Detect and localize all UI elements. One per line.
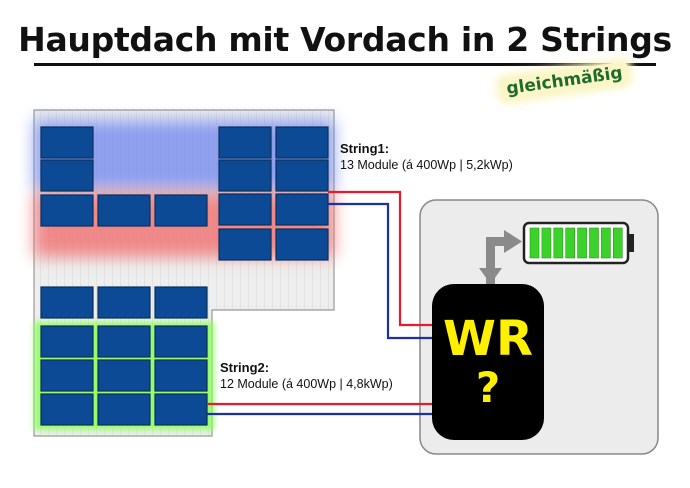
- module: [40, 126, 94, 159]
- battery-icon: [522, 221, 634, 265]
- battery-cell: [565, 227, 576, 259]
- string1-wire-positive: [328, 190, 440, 327]
- battery-cell: [601, 227, 611, 259]
- battery-cell: [612, 227, 623, 259]
- module: [40, 359, 94, 392]
- battery-arrow-icon: [479, 230, 522, 284]
- battery-cell: [553, 227, 564, 259]
- title-underline: [34, 63, 656, 66]
- module: [154, 194, 208, 227]
- module: [97, 393, 151, 426]
- battery-cell: [577, 227, 587, 259]
- module: [97, 286, 151, 319]
- module: [40, 286, 94, 319]
- string2-label: String2: 12 Module (á 400Wp | 4,8kWp): [220, 359, 393, 393]
- battery-cell: [529, 227, 540, 259]
- string2-detail: 12 Module (á 400Wp | 4,8kWp): [220, 377, 393, 391]
- string1-name: String1:: [340, 141, 390, 156]
- battery-cell: [589, 227, 599, 259]
- battery-cell: [541, 227, 552, 259]
- module: [154, 359, 208, 392]
- module: [154, 325, 208, 358]
- module: [218, 228, 272, 261]
- module: [275, 228, 329, 261]
- module: [97, 194, 151, 227]
- string1-label: String1: 13 Module (á 400Wp | 5,2kWp): [340, 140, 513, 174]
- module: [218, 159, 272, 192]
- module: [275, 126, 329, 159]
- string1-detail: 13 Module (á 400Wp | 5,2kWp): [340, 158, 513, 172]
- module: [154, 286, 208, 319]
- module: [97, 359, 151, 392]
- inverter-body: [432, 284, 544, 440]
- module: [40, 393, 94, 426]
- module: [275, 193, 329, 226]
- module: [97, 325, 151, 358]
- solar-modules: [40, 126, 329, 426]
- module: [40, 325, 94, 358]
- module: [218, 193, 272, 226]
- inverter-label: WR: [443, 311, 533, 367]
- string2-name: String2:: [220, 360, 270, 375]
- module: [40, 194, 94, 227]
- inverter-status: ?: [475, 363, 501, 412]
- module: [218, 126, 272, 159]
- string1-wire-negative: [328, 202, 440, 340]
- module: [40, 159, 94, 192]
- module: [154, 393, 208, 426]
- module: [275, 159, 329, 192]
- page-title: Hauptdach mit Vordach in 2 Strings: [18, 20, 672, 59]
